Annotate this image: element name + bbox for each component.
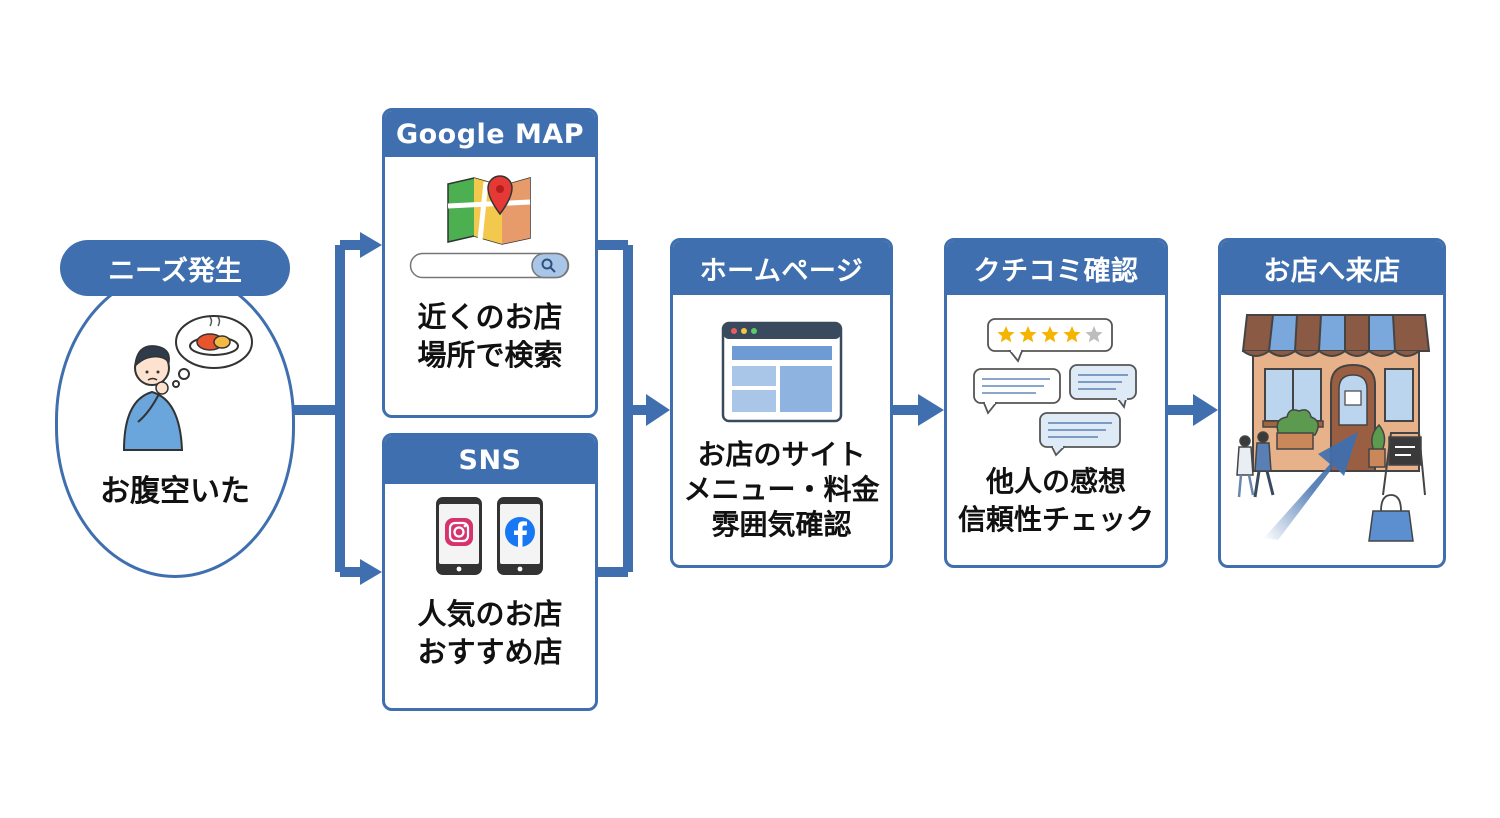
arrowhead-to-review bbox=[918, 394, 944, 426]
arrowhead-to-sns bbox=[360, 559, 382, 585]
visit-arrow-icon bbox=[1264, 432, 1358, 540]
channel-line: 近くのお店 bbox=[417, 300, 563, 334]
arrowhead-to-homepage bbox=[646, 394, 670, 426]
step-title-homepage: ホームページ bbox=[673, 241, 890, 295]
step-line: 他人の感想 bbox=[985, 465, 1126, 498]
star-filled-icon bbox=[997, 326, 1015, 343]
channel-line: 場所で検索 bbox=[417, 337, 563, 372]
map-icon bbox=[447, 175, 531, 245]
instagram-phone-icon bbox=[436, 497, 482, 575]
step-title-review: クチコミ確認 bbox=[947, 241, 1165, 295]
step-line: メニュー・料金 bbox=[683, 473, 880, 506]
facebook-phone-icon bbox=[497, 497, 543, 575]
arrowhead-to-visit bbox=[1193, 394, 1218, 426]
website-icon bbox=[721, 321, 843, 423]
step-title-visit: お店へ来店 bbox=[1221, 241, 1443, 295]
star-filled-icon bbox=[1063, 326, 1081, 343]
search-icon[interactable] bbox=[541, 258, 557, 274]
arrowhead-to-map bbox=[360, 232, 382, 258]
search-bar[interactable] bbox=[409, 252, 570, 279]
channel-title-google-map: Google MAP bbox=[385, 111, 595, 157]
star-filled-icon bbox=[1019, 326, 1037, 343]
reviews-illustration bbox=[973, 318, 1137, 457]
channel-title-sns: SNS bbox=[385, 436, 595, 484]
channel-line: おすすめ店 bbox=[417, 634, 563, 669]
step-line: 雰囲気確認 bbox=[711, 508, 852, 541]
channel-card-sns: SNS 人気のお店 おすすめ店 bbox=[382, 433, 598, 711]
star-filled-icon bbox=[1041, 326, 1059, 343]
start-title: ニーズ発生 bbox=[60, 240, 290, 296]
start-text: お腹空いた bbox=[100, 474, 250, 509]
star-empty-icon bbox=[1085, 326, 1103, 343]
step-card-visit: お店へ来店 bbox=[1218, 238, 1446, 568]
channel-line: 人気のお店 bbox=[417, 597, 563, 631]
channel-card-google-map: Google MAP 近くのお店 場所で検索 bbox=[382, 108, 598, 418]
step-line: 信頼性チェック bbox=[957, 502, 1154, 536]
hungry-person-illustration bbox=[122, 315, 253, 451]
rating-stars bbox=[997, 326, 1103, 343]
step-line: お店のサイト bbox=[697, 438, 866, 471]
